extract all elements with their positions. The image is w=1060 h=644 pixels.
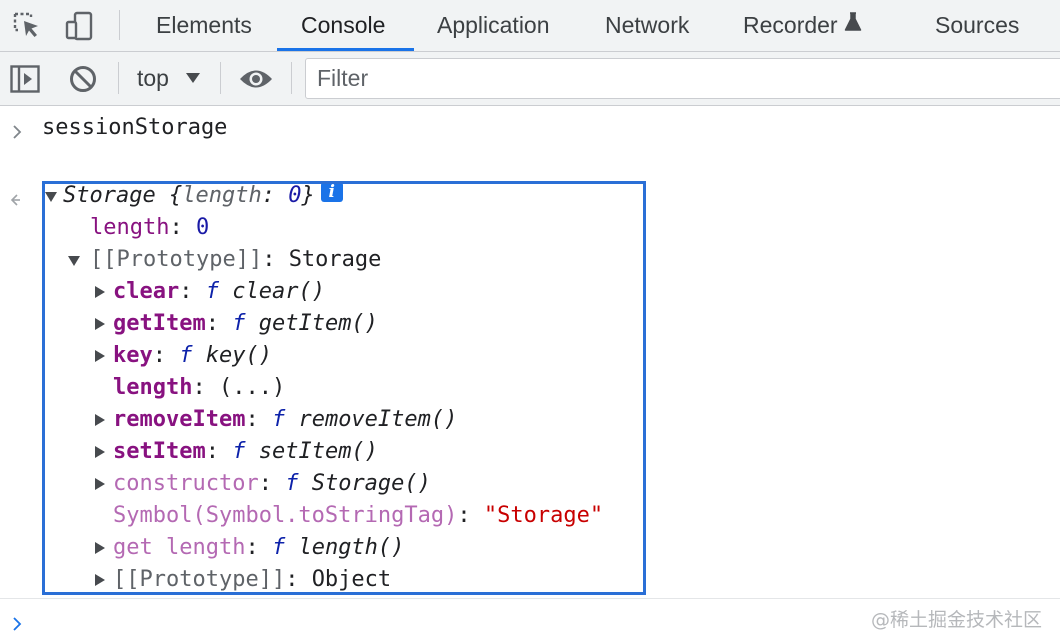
tab-console[interactable]: Console bbox=[301, 12, 386, 38]
expand-get-length-icon[interactable] bbox=[95, 542, 105, 554]
tab-sources[interactable]: Sources bbox=[935, 12, 1020, 38]
property-key: removeItem bbox=[113, 407, 246, 432]
inspect-element-icon[interactable] bbox=[11, 10, 43, 42]
storage-summary-close: } bbox=[301, 183, 315, 208]
highlight-box bbox=[42, 181, 646, 595]
property-key: get length bbox=[113, 535, 246, 560]
method-removeitem[interactable]: removeItem: f removeItem() bbox=[113, 407, 458, 432]
context-selector[interactable]: top bbox=[137, 65, 169, 91]
method-clear[interactable]: clear: f clear() bbox=[113, 279, 325, 304]
function-signature: Storage() bbox=[311, 471, 431, 496]
function-signature: setItem() bbox=[258, 439, 378, 464]
function-marker: f bbox=[232, 439, 246, 464]
function-signature: removeItem() bbox=[298, 407, 458, 432]
function-marker: f bbox=[285, 471, 299, 496]
expand-prototype-icon[interactable] bbox=[68, 256, 80, 266]
method-getitem[interactable]: getItem: f getItem() bbox=[113, 311, 378, 336]
prototype-storage[interactable]: [[Prototype]]: Storage bbox=[90, 247, 382, 272]
storage-summary-name: Storage bbox=[63, 183, 156, 208]
property-key: key bbox=[113, 343, 153, 368]
storage-summary-key: length bbox=[182, 183, 262, 208]
expand-clear-icon[interactable] bbox=[95, 286, 105, 298]
function-signature: getItem() bbox=[258, 311, 378, 336]
toolbar-divider bbox=[119, 10, 120, 40]
console-toolbar: top bbox=[0, 52, 1060, 106]
property-key: clear bbox=[113, 279, 180, 304]
tab-application[interactable]: Application bbox=[437, 12, 550, 38]
device-toolbar-icon[interactable] bbox=[64, 10, 96, 42]
property-tostringtag: Symbol(Symbol.toStringTag): "Storage" bbox=[113, 503, 604, 528]
storage-summary-sep: : bbox=[261, 183, 289, 208]
console-input-line[interactable]: sessionStorage bbox=[42, 115, 228, 140]
property-value: "Storage" bbox=[483, 503, 604, 528]
function-marker: f bbox=[271, 535, 286, 560]
console-output: sessionStorage Storage {length: 0}i leng… bbox=[0, 106, 1060, 644]
property-length: length: 0 bbox=[90, 215, 210, 240]
storage-summary-value: 0 bbox=[288, 183, 302, 208]
property-key: [[Prototype]] bbox=[90, 247, 263, 272]
expand-storage-icon[interactable] bbox=[45, 192, 57, 202]
toolbar-divider bbox=[118, 62, 119, 94]
property-key: Symbol(Symbol.toStringTag) bbox=[113, 503, 458, 528]
property-key: getItem bbox=[113, 311, 206, 336]
property-key: setItem bbox=[113, 439, 206, 464]
result-arrow-icon bbox=[10, 188, 26, 213]
property-value: Object bbox=[311, 567, 392, 592]
method-setitem[interactable]: setItem: f setItem() bbox=[113, 439, 378, 464]
property-value: 0 bbox=[195, 215, 210, 240]
function-marker: f bbox=[232, 311, 246, 336]
method-constructor[interactable]: constructor: f Storage() bbox=[113, 471, 431, 496]
toolbar-divider bbox=[291, 62, 292, 94]
live-expression-eye-icon[interactable] bbox=[239, 68, 273, 95]
getter-get-length[interactable]: get length: f length() bbox=[113, 535, 405, 560]
prototype-object[interactable]: [[Prototype]]: Object bbox=[113, 567, 392, 592]
tab-recorder[interactable]: Recorder bbox=[743, 0, 862, 51]
expand-removeitem-icon[interactable] bbox=[95, 414, 105, 426]
info-icon[interactable]: i bbox=[320, 182, 343, 202]
storage-object-summary[interactable]: Storage {length: 0}i bbox=[63, 180, 343, 212]
function-signature: clear() bbox=[232, 279, 325, 304]
function-signature: length() bbox=[298, 535, 405, 560]
lazy-value[interactable]: (...) bbox=[218, 375, 286, 400]
devtools-tab-bar: Elements Console Application Network Rec… bbox=[0, 0, 1060, 52]
function-signature: key() bbox=[205, 343, 272, 368]
storage-summary-open: { bbox=[155, 183, 183, 208]
property-value: Storage bbox=[288, 247, 382, 272]
tab-elements[interactable]: Elements bbox=[156, 12, 252, 38]
function-marker: f bbox=[179, 343, 193, 368]
property-key: length bbox=[90, 215, 170, 240]
property-key: [[Prototype]] bbox=[113, 567, 286, 592]
getter-length[interactable]: length: (...) bbox=[113, 375, 286, 400]
function-marker: f bbox=[271, 407, 286, 432]
toolbar-divider bbox=[220, 62, 221, 94]
expand-getitem-icon[interactable] bbox=[95, 318, 105, 330]
clear-console-icon[interactable] bbox=[69, 65, 97, 98]
sidebar-toggle-icon[interactable] bbox=[10, 65, 40, 98]
experiment-flask-icon bbox=[844, 0, 862, 49]
expand-prototype-object-icon[interactable] bbox=[95, 574, 105, 586]
property-key: constructor bbox=[113, 471, 259, 496]
property-key: length bbox=[113, 375, 193, 400]
tab-network[interactable]: Network bbox=[605, 12, 690, 38]
expand-key-icon[interactable] bbox=[95, 350, 105, 362]
expand-constructor-icon[interactable] bbox=[95, 478, 105, 490]
console-prompt-icon[interactable] bbox=[12, 612, 22, 637]
active-tab-indicator bbox=[277, 48, 414, 51]
expand-setitem-icon[interactable] bbox=[95, 446, 105, 458]
input-prompt-icon bbox=[12, 120, 22, 145]
filter-input[interactable] bbox=[305, 58, 1060, 99]
tab-recorder-label: Recorder bbox=[743, 12, 838, 38]
console-prompt-divider bbox=[0, 598, 1060, 599]
watermark: @稀土掘金技术社区 bbox=[870, 609, 1042, 631]
function-marker: f bbox=[205, 279, 219, 304]
method-key[interactable]: key: f key() bbox=[113, 343, 272, 368]
context-dropdown-icon[interactable] bbox=[186, 71, 200, 89]
